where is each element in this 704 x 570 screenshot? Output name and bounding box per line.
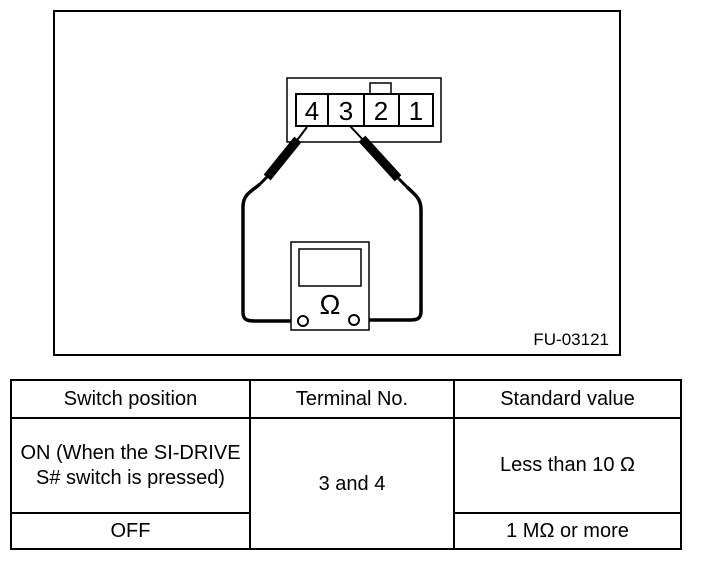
- terminal-cell: 3 and 4: [249, 417, 455, 550]
- pin-label: 2: [374, 96, 388, 126]
- standard-value-cell: 1 MΩ or more: [453, 512, 682, 550]
- switch-position-cell: ON (When the SI-DRIVE S# switch is press…: [10, 417, 251, 514]
- header-standard-value: Standard value: [453, 379, 682, 419]
- meter-terminal-left: [297, 315, 309, 327]
- right-probe: [349, 125, 409, 189]
- standard-value-cell: Less than 10 Ω: [453, 417, 682, 514]
- header-switch-position: Switch position: [10, 379, 251, 419]
- table-row: ON (When the SI-DRIVE S# switch is press…: [10, 417, 682, 550]
- pin-label: 4: [305, 96, 319, 126]
- left-probe: [258, 126, 308, 186]
- left-lead-wire: [241, 182, 301, 323]
- ohmmeter-display: [298, 248, 362, 287]
- header-terminal-no: Terminal No.: [249, 379, 455, 419]
- pin-label: 3: [339, 96, 353, 126]
- switch-position-cell: OFF: [10, 512, 251, 550]
- spec-table: Switch position Terminal No. Standard va…: [10, 379, 682, 550]
- pin-3-box: [327, 93, 365, 127]
- figure-code: FU-03121: [533, 330, 609, 349]
- pin-1-box: [398, 93, 434, 127]
- pin-label: 1: [409, 96, 423, 126]
- pin-2-box: [363, 93, 400, 127]
- figure-frame: 4 3 2 1 Ω FU-03121: [53, 10, 621, 356]
- table-header-row: Switch position Terminal No. Standard va…: [10, 379, 682, 419]
- right-lead-wire: [360, 185, 423, 322]
- meter-terminal-right: [348, 314, 360, 326]
- table-row: OFF 1 MΩ or more: [10, 512, 682, 550]
- ohm-symbol: Ω: [320, 289, 341, 320]
- circuit-diagram: 4 3 2 1 Ω: [241, 77, 442, 331]
- pin-4-box: [295, 93, 329, 127]
